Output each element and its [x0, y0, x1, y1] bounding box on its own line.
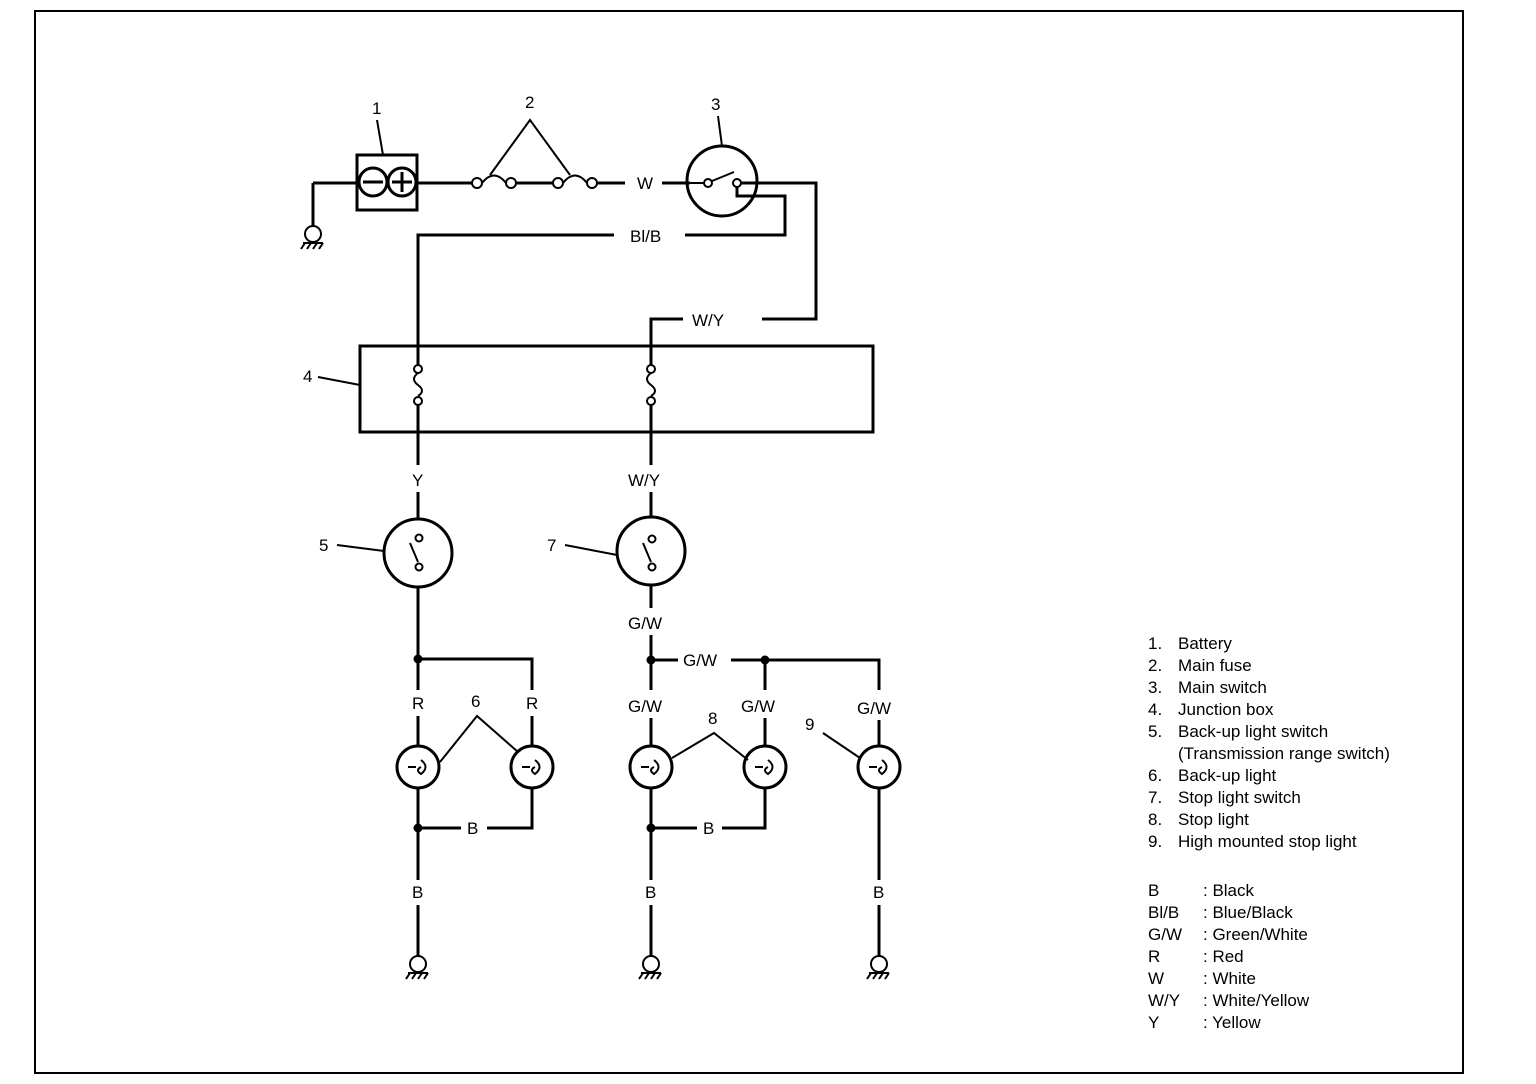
label-num-5: 5	[319, 536, 328, 555]
ground-left	[405, 955, 429, 980]
ground-mid	[638, 955, 662, 980]
ground-battery	[300, 225, 324, 250]
wire-label-g-w-switch: G/W	[628, 614, 662, 633]
diagram-frame	[34, 10, 1464, 1074]
leader-5	[336, 544, 385, 552]
leader-9	[822, 732, 861, 759]
wire-label-g-w-stop1: G/W	[628, 697, 662, 716]
leader-4	[317, 376, 361, 386]
legend-item: 2.Main fuse	[1148, 656, 1252, 675]
legend-item: 1.Battery	[1148, 634, 1232, 653]
legend-item: 9.High mounted stop light	[1148, 832, 1357, 851]
wire-label-w-y-top: W/Y	[692, 311, 724, 330]
stop-light-right	[742, 744, 788, 790]
color-code-item: Y: Yellow	[1148, 1013, 1261, 1032]
label-num-4: 4	[303, 367, 312, 386]
legend-item: 6.Back-up light	[1148, 766, 1277, 785]
legend-item: 4.Junction box	[1148, 700, 1274, 719]
leader-8	[671, 731, 749, 761]
label-num-2: 2	[525, 93, 534, 112]
label-num-8: 8	[708, 709, 717, 728]
color-code-item: G/W: Green/White	[1148, 925, 1308, 944]
wire-label-g-w-stop2: G/W	[741, 697, 775, 716]
color-code-item: W/Y: White/Yellow	[1148, 991, 1310, 1010]
junction-fuse-left	[413, 346, 423, 432]
parts-legend: 1.Battery 2.Main fuse 3.Main switch 4.Ju…	[1148, 633, 1390, 853]
color-code-item: B: Black	[1148, 881, 1255, 900]
wire-label-b-stop: B	[703, 819, 714, 838]
label-num-1: 1	[372, 99, 381, 118]
stop-light-left	[628, 744, 674, 790]
color-code-legend: B: Black Bl/B: Blue/Black G/W: Green/Whi…	[1148, 880, 1309, 1034]
wire-label-b-ground-right: B	[873, 883, 884, 902]
leader-7	[564, 544, 618, 556]
ground-right	[866, 955, 890, 980]
high-mounted-stop-light	[856, 744, 902, 790]
leader-6	[439, 714, 519, 763]
wire-label-g-w-bus: G/W	[683, 651, 717, 670]
wire-label-b-ground-mid: B	[645, 883, 656, 902]
color-code-item: Bl/B: Blue/Black	[1148, 903, 1293, 922]
wire-label-bl-b: Bl/B	[630, 227, 661, 246]
legend-item: 5.Back-up light switch	[1148, 722, 1329, 741]
legend-item-sub: (Transmission range switch)	[1178, 744, 1390, 763]
wire-label-w-y-out: W/Y	[628, 471, 660, 490]
stop-light-switch-symbol	[615, 515, 687, 587]
wire-switch-wy	[741, 181, 818, 321]
main-fuse-symbol	[471, 174, 598, 189]
leader-1	[376, 119, 384, 156]
label-num-7: 7	[547, 536, 556, 555]
wire-label-b-ground-left: B	[412, 883, 423, 902]
wire-b-stop-right	[722, 788, 767, 830]
wire-label-r-left: R	[412, 694, 424, 713]
junction-fuse-right	[646, 346, 656, 432]
wire-blb-to-jbox	[416, 233, 614, 362]
color-code-item: R: Red	[1148, 947, 1244, 966]
backup-light-switch-symbol	[382, 517, 454, 589]
label-num-6: 6	[471, 692, 480, 711]
wire-label-b-backup: B	[467, 819, 478, 838]
wire-wy-to-jbox	[649, 317, 683, 362]
main-switch-symbol	[685, 144, 759, 218]
leader-2	[489, 118, 571, 176]
battery-symbol	[355, 153, 419, 212]
wire-label-g-w-high: G/W	[857, 699, 891, 718]
junction-dot-b-backup	[413, 823, 423, 833]
label-num-9: 9	[805, 715, 814, 734]
leader-3	[717, 115, 723, 147]
backup-light-left	[395, 744, 441, 790]
wire-r-branch	[418, 657, 534, 690]
color-code-item: W: White	[1148, 969, 1256, 988]
junction-box	[358, 344, 875, 434]
wire-b-backup-right	[487, 788, 534, 830]
wire-label-w: W	[637, 174, 653, 193]
label-num-3: 3	[711, 95, 720, 114]
legend-item: 7.Stop light switch	[1148, 788, 1301, 807]
legend-item: 8.Stop light	[1148, 810, 1249, 829]
legend-item: 3.Main switch	[1148, 678, 1267, 697]
wire-switch-blb	[685, 187, 787, 237]
wire-label-r-right: R	[526, 694, 538, 713]
wire-gw-bus-b	[731, 658, 881, 690]
wire-label-y: Y	[412, 471, 423, 490]
